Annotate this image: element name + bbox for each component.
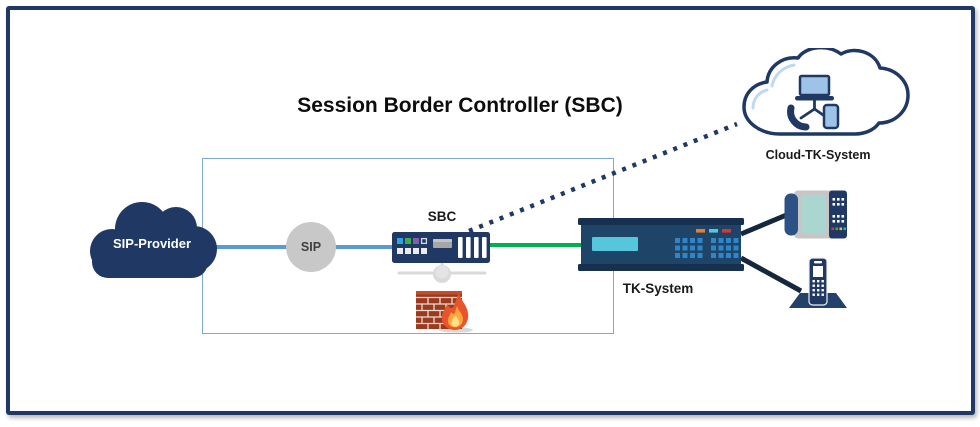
laptop-icon [795, 74, 834, 101]
sbc-label: SBC [427, 209, 457, 224]
cordless-handset [808, 257, 828, 306]
desk-phone-handset [784, 193, 798, 236]
sbc-status-leds [397, 237, 428, 254]
cloud-tk-system-label: Cloud-TK-System [765, 148, 871, 162]
network-hub-icon [397, 263, 487, 283]
flame-icon [441, 293, 469, 330]
tk-system-label: TK-System [622, 281, 694, 296]
desk-phone-icon [784, 190, 847, 239]
firewall-icon [416, 291, 473, 333]
sbc-vent-bars [458, 237, 487, 258]
tk-display [592, 237, 638, 251]
sbc-device-icon [392, 232, 490, 263]
tk-cordless-line [739, 255, 803, 294]
tk-system-device-icon [578, 218, 744, 271]
sip-trunk-label: SIP [300, 240, 322, 254]
desk-phone-buttons [832, 198, 845, 223]
tk-keypad-grids [675, 238, 739, 258]
cloud-tk-system-icon [742, 48, 910, 136]
smartphone-icon [822, 103, 840, 130]
desk-phone-screen [801, 195, 826, 234]
sip-provider-label: SIP-Provider [112, 236, 192, 251]
sip-trunk-node: SIP [286, 222, 336, 272]
cordless-phone-icon [789, 257, 847, 308]
phone-handset-icon [787, 104, 810, 131]
sip-provider-cloud-icon [90, 202, 217, 278]
diagram-title: Session Border Controller (SBC) [297, 94, 623, 117]
sbc-cloud-dotted-line [468, 121, 738, 234]
desk-phone-colored-keys [831, 227, 847, 231]
tk-indicator-lights [696, 229, 731, 233]
